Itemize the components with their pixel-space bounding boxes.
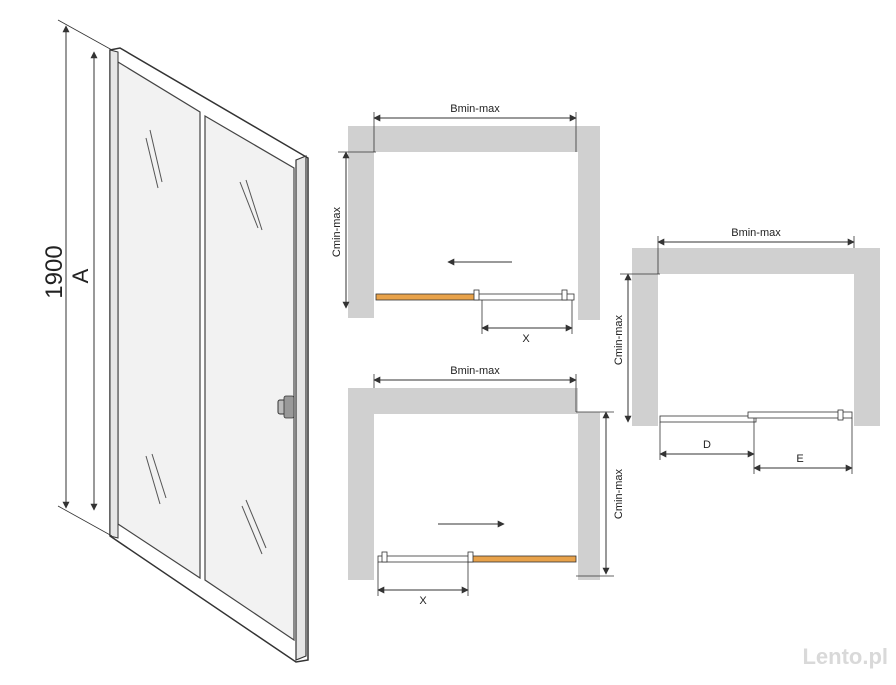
door-elevation: 1900 A bbox=[41, 19, 309, 663]
door-left-profile bbox=[109, 49, 119, 539]
plan-right-left-wall bbox=[632, 248, 658, 426]
plan-right-width-label: Bmin-max bbox=[731, 227, 781, 239]
door-right-panel bbox=[204, 114, 295, 642]
plan-bottom-right-wall bbox=[578, 412, 600, 580]
plan-bottom-width-label: Bmin-max bbox=[450, 365, 500, 377]
glass-reflections bbox=[145, 129, 267, 555]
plan-right-d-label: D bbox=[703, 439, 711, 451]
plan-right: Bmin-max Cmin-max D E bbox=[613, 227, 880, 474]
plan-top-x-label: X bbox=[522, 333, 530, 345]
plan-right-right-wall bbox=[854, 248, 880, 426]
plan-bottom-panel-a bbox=[377, 555, 473, 563]
plan-top-depth-label: Cmin-max bbox=[331, 206, 343, 257]
height-label: 1900 bbox=[41, 245, 68, 298]
plan-bottom-back-wall bbox=[374, 388, 578, 414]
plan-top-width-label: Bmin-max bbox=[450, 103, 500, 115]
plan-bottom-left-wall bbox=[348, 388, 374, 580]
plan-top: Bmin-max Cmin-max X bbox=[331, 103, 600, 345]
watermark: Lento.pl bbox=[802, 644, 888, 669]
plan-right-panel-b bbox=[747, 411, 853, 419]
plan-right-e-label: E bbox=[796, 453, 803, 465]
a-label: A bbox=[68, 268, 93, 283]
plan-bottom-x-label: X bbox=[419, 595, 427, 607]
plan-right-back-wall bbox=[658, 248, 854, 274]
door-side-profile bbox=[295, 155, 307, 661]
plan-bottom-depth-label: Cmin-max bbox=[613, 468, 625, 519]
plan-top-panel-b bbox=[477, 293, 575, 301]
plan-top-panel-a bbox=[375, 293, 479, 301]
plan-right-panel-a bbox=[659, 415, 757, 423]
plan-right-depth-label: Cmin-max bbox=[613, 314, 625, 365]
plan-bottom-panel-b bbox=[471, 555, 577, 563]
plan-bottom: Bmin-max Cmin-max X bbox=[348, 365, 625, 607]
plan-top-walls bbox=[348, 126, 600, 320]
